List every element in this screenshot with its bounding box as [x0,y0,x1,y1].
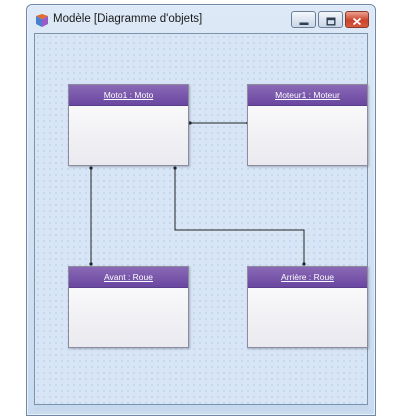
object-moto1[interactable]: Moto1 : Moto [68,84,189,166]
object-header: Arrière : Roue [248,267,367,288]
minimize-button[interactable] [291,11,316,28]
diagram-window: Modèle [Diagramme d'objets] [26,4,376,416]
maximize-icon [325,10,335,29]
link-moto-avant-end-a [89,166,93,170]
object-header: Moteur1 : Moteur [248,85,367,106]
object-name: Arrière : Roue [281,272,334,282]
object-header: Avant : Roue [69,267,188,288]
close-icon [352,10,362,29]
close-button[interactable] [345,11,369,28]
link-moto-arriere-end-b [302,262,306,266]
object-name: Moteur1 : Moteur [275,90,340,100]
minimize-icon [299,10,308,29]
object-name: Moto1 : Moto [103,90,154,100]
window-controls [291,11,369,28]
object-moteur1[interactable]: Moteur1 : Moteur [247,84,368,166]
object-header: Moto1 : Moto [69,85,188,106]
link-moto-arriere [174,168,305,265]
title-bar[interactable]: Modèle [Diagramme d'objets] [27,5,375,35]
object-avant[interactable]: Avant : Roue [68,266,189,348]
link-moto-avant-end-b [89,262,93,266]
diagram-canvas[interactable]: Moto1 : Moto Moteur1 : Moteur Avant : Ro… [34,33,368,405]
object-arriere[interactable]: Arrière : Roue [247,266,368,348]
link-moto-arriere-end-a [173,166,177,170]
window-title: Modèle [Diagramme d'objets] [53,13,203,25]
link-moto-moteur-end-a [188,121,192,125]
window-bottom-edge [34,405,368,411]
object-name: Avant : Roue [104,272,153,282]
maximize-button[interactable] [318,11,343,28]
model-icon [35,13,49,27]
